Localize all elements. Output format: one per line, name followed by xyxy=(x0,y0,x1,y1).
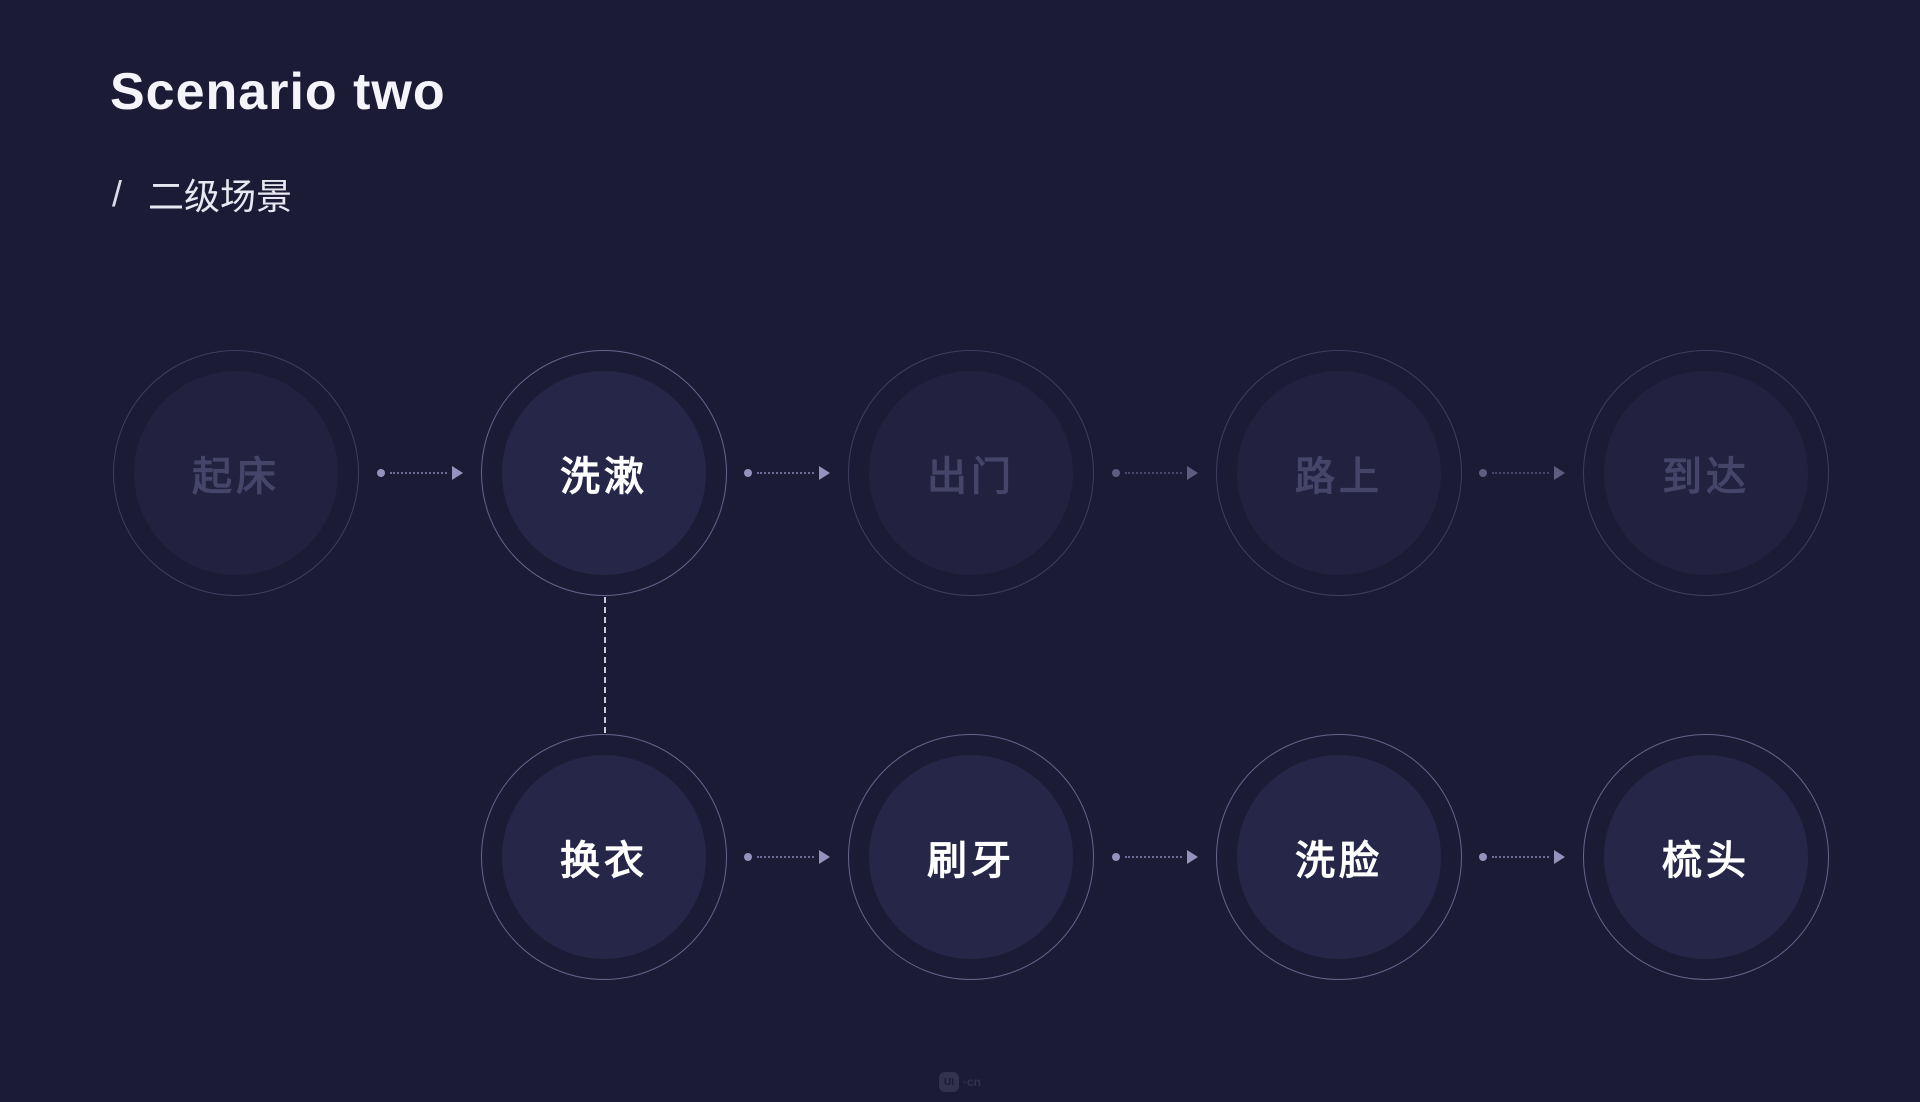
arrow-dot xyxy=(744,853,752,861)
arrow-connector xyxy=(1112,849,1198,865)
arrow-dotted-line xyxy=(757,472,814,474)
flow-node-circle: 到达 xyxy=(1604,371,1808,575)
uicn-logo-badge-icon: UI xyxy=(939,1072,959,1092)
arrow-connector xyxy=(377,465,463,481)
flow-node-label: 梳头 xyxy=(1662,839,1750,883)
arrow-head-icon xyxy=(1554,466,1565,480)
page-subtitle: / 二级场景 xyxy=(112,168,292,220)
arrow-head-icon xyxy=(1187,466,1198,480)
arrow-connector xyxy=(1112,465,1198,481)
flow-node-label: 出门 xyxy=(927,455,1015,499)
flow-node-lushang: 路上 xyxy=(1216,350,1462,596)
branch-dashed-line xyxy=(604,597,606,733)
flow-node-shuaya: 刷牙 xyxy=(848,734,1094,980)
subtitle-slash: / xyxy=(112,173,123,214)
arrow-dotted-line xyxy=(1125,472,1182,474)
uicn-logo: UI ·cn xyxy=(939,1072,981,1092)
flow-node-label: 刷牙 xyxy=(927,839,1015,883)
arrow-dot xyxy=(1479,853,1487,861)
flow-node-circle: 路上 xyxy=(1237,371,1441,575)
arrow-dot xyxy=(1112,469,1120,477)
flow-node-xilian: 洗脸 xyxy=(1216,734,1462,980)
arrow-connector xyxy=(744,465,830,481)
arrow-connector xyxy=(1479,465,1565,481)
flow-node-label: 换衣 xyxy=(560,839,648,883)
flow-node-circle: 出门 xyxy=(869,371,1073,575)
flow-node-circle: 梳头 xyxy=(1604,755,1808,959)
flow-node-circle: 刷牙 xyxy=(869,755,1073,959)
arrow-dotted-line xyxy=(1492,472,1549,474)
arrow-connector xyxy=(1479,849,1565,865)
arrow-dotted-line xyxy=(1125,856,1182,858)
flow-node-qichuang: 起床 xyxy=(113,350,359,596)
arrow-head-icon xyxy=(1554,850,1565,864)
arrow-dotted-line xyxy=(390,472,447,474)
arrow-dot xyxy=(744,469,752,477)
arrow-head-icon xyxy=(1187,850,1198,864)
subtitle-text: 二级场景 xyxy=(148,176,293,217)
flow-node-circle: 洗脸 xyxy=(1237,755,1441,959)
flow-node-label: 洗漱 xyxy=(560,455,648,499)
flow-node-huanyi: 换衣 xyxy=(481,734,727,980)
flow-node-label: 洗脸 xyxy=(1295,839,1383,883)
arrow-dot xyxy=(377,469,385,477)
arrow-dotted-line xyxy=(1492,856,1549,858)
arrow-dotted-line xyxy=(757,856,814,858)
arrow-dot xyxy=(1479,469,1487,477)
arrow-connector xyxy=(744,849,830,865)
uicn-logo-suffix: ·cn xyxy=(963,1075,981,1089)
flow-node-label: 起床 xyxy=(192,455,280,499)
flow-node-circle: 洗漱 xyxy=(502,371,706,575)
arrow-dot xyxy=(1112,853,1120,861)
flow-node-daoda: 到达 xyxy=(1583,350,1829,596)
flow-node-circle: 起床 xyxy=(134,371,338,575)
flow-node-label: 到达 xyxy=(1662,455,1750,499)
flow-node-label: 路上 xyxy=(1295,455,1383,499)
flow-node-chumen: 出门 xyxy=(848,350,1094,596)
arrow-head-icon xyxy=(452,466,463,480)
arrow-head-icon xyxy=(819,466,830,480)
page-title: Scenario two xyxy=(110,63,446,121)
arrow-head-icon xyxy=(819,850,830,864)
flow-node-shutou: 梳头 xyxy=(1583,734,1829,980)
flow-node-xishu: 洗漱 xyxy=(481,350,727,596)
flow-node-circle: 换衣 xyxy=(502,755,706,959)
